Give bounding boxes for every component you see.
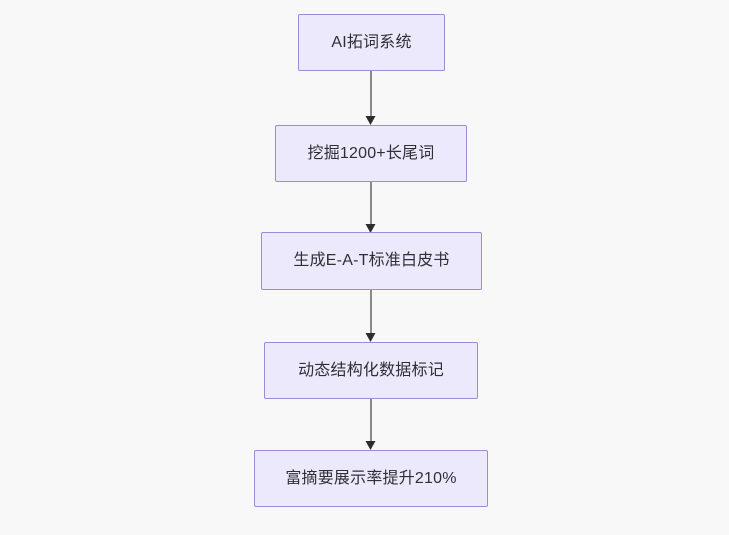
flow-node-5[interactable]: 富摘要展示率提升210%	[254, 450, 488, 507]
arrowhead-down-icon	[365, 333, 376, 342]
flow-edge-2-3-line	[370, 182, 372, 224]
arrowhead-down-icon	[365, 116, 376, 125]
flow-node-3-label: 生成E-A-T标准白皮书	[293, 252, 450, 269]
flow-node-4[interactable]: 动态结构化数据标记	[264, 342, 478, 399]
arrowhead-down-icon	[365, 441, 376, 450]
arrowhead-down-icon	[365, 224, 376, 233]
flow-node-5-label: 富摘要展示率提升210%	[285, 469, 457, 487]
flow-node-1-label: AI拓词系统	[331, 33, 412, 51]
flow-edge-1-2-line	[370, 71, 372, 116]
flow-node-1[interactable]: AI拓词系统	[298, 14, 445, 71]
flow-edge-3-4-line	[370, 290, 372, 333]
flow-edge-4-5-line	[370, 399, 372, 441]
flow-node-3[interactable]: 生成E-A-T标准白皮书	[261, 232, 482, 290]
flow-node-4-label: 动态结构化数据标记	[298, 361, 444, 379]
flow-node-2[interactable]: 挖掘1200+长尾词	[275, 125, 467, 182]
flow-node-2-label: 挖掘1200+长尾词	[307, 144, 435, 162]
